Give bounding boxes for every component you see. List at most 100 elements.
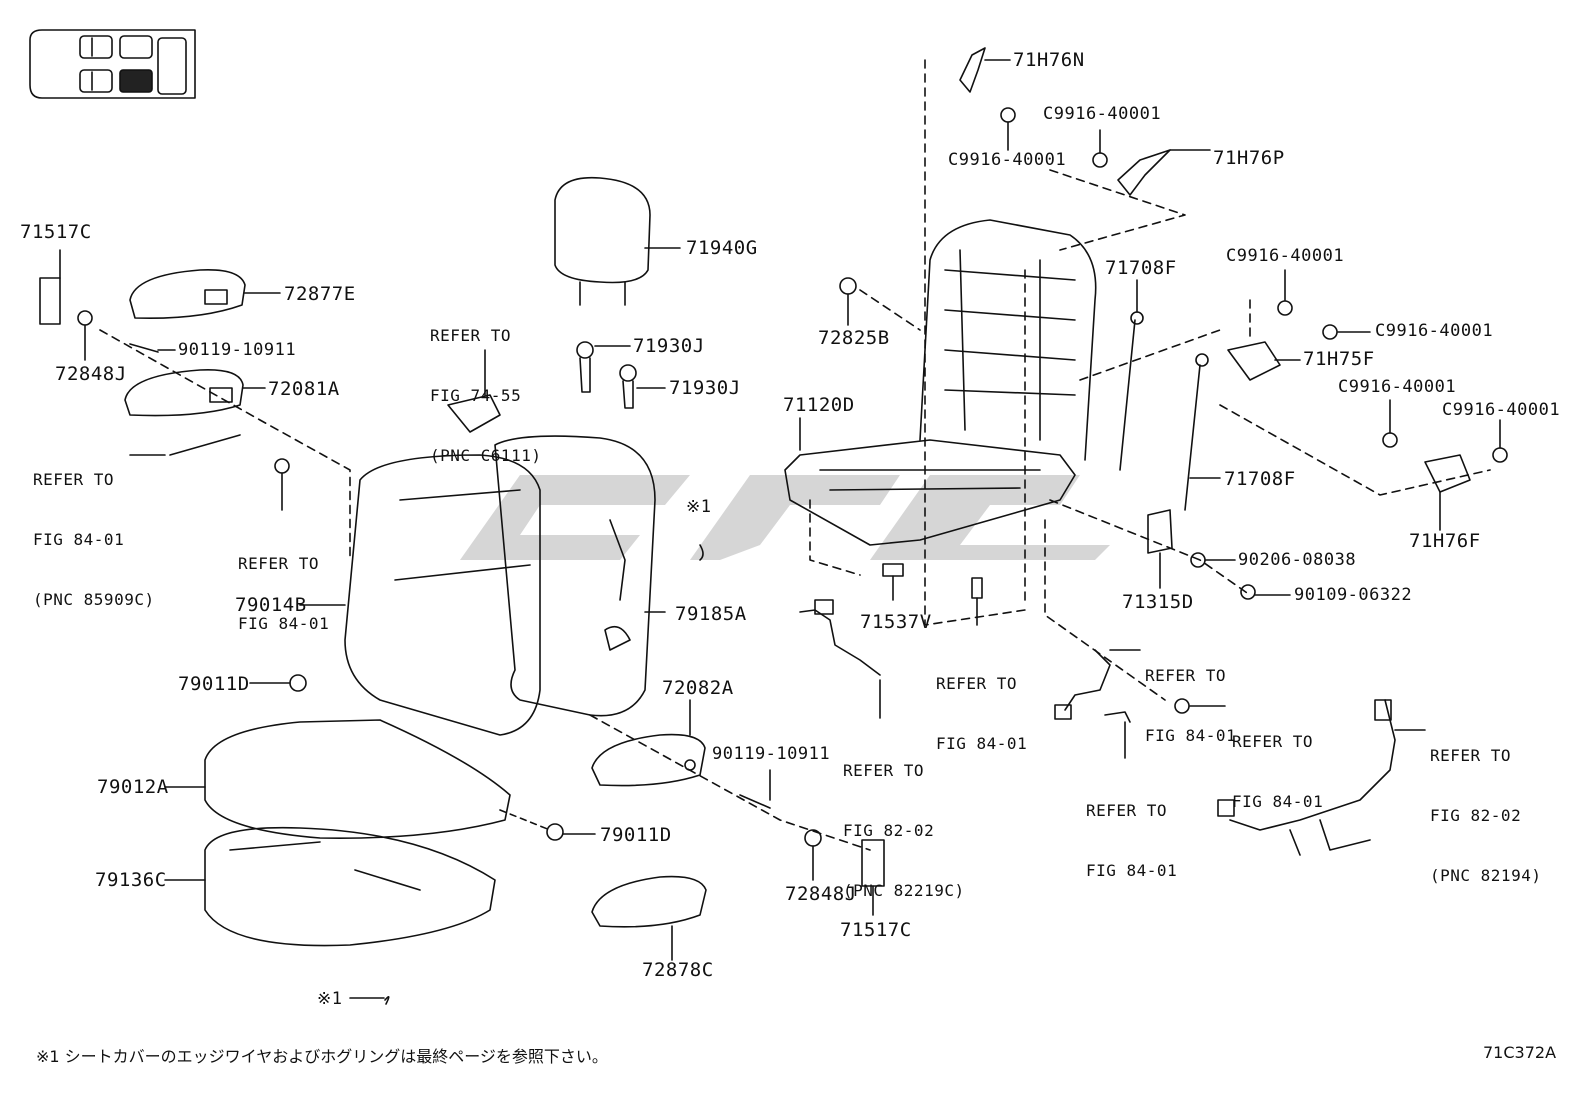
ref-line: (PNC 82219C): [843, 881, 965, 900]
part-label-79185A: 79185A: [675, 603, 747, 625]
clip-72848J-left: [77, 310, 93, 326]
cable-71708F-upper: [1119, 319, 1136, 471]
ref-line: FIG 84-01: [1232, 792, 1324, 811]
part-label-72825B: 72825B: [818, 327, 890, 349]
part-label-79014B: 79014B: [235, 594, 307, 616]
ref-line: REFER TO: [1232, 732, 1314, 751]
part-label-71708F-upper: 71708F: [1105, 257, 1177, 279]
harness-84-01-a: [1064, 649, 1111, 711]
ref-line: REFER TO: [238, 554, 320, 573]
ref-line: FIG 84-01: [936, 734, 1028, 753]
dashed-guide: [99, 329, 351, 561]
ref-line: (PNC C6111): [430, 446, 542, 465]
part-label-72848J-left: 72848J: [55, 363, 127, 385]
dashed-guide: [1079, 329, 1221, 381]
part-label-79012A: 79012A: [97, 776, 169, 798]
harness-82194: [1229, 699, 1396, 856]
bolt-C9916-b: [1092, 152, 1108, 168]
part-label-71537V: 71537V: [860, 611, 932, 633]
dashed-guide: [859, 289, 921, 331]
part-label-71120D: 71120D: [783, 394, 855, 416]
refer-fig-84-01-clip: REFER TO FIG 84-01: [1086, 761, 1177, 901]
part-label-72081A: 72081A: [268, 378, 340, 400]
bracket-71H76F: [1424, 454, 1471, 493]
clip-79011D-lower: [546, 823, 564, 841]
cushion-pad-79136C: [164, 826, 496, 947]
bolt-left: [129, 343, 159, 353]
refer-fig-74-55: REFER TO FIG 74-55 (PNC C6111): [430, 286, 541, 486]
rod-left: [169, 434, 241, 456]
armrest-cover-72878C: [591, 875, 707, 961]
part-label-71315D: 71315D: [1122, 591, 1194, 613]
part-label-79011D-lower: 79011D: [600, 824, 672, 846]
ref-line: FIG 82-02: [1430, 806, 1522, 825]
part-label-71H76N: 71H76N: [1013, 49, 1085, 71]
bolt-90109: [1240, 584, 1256, 600]
hog-ring: [699, 544, 704, 561]
refer-fig-84-01-left: REFER TO FIG 84-01: [238, 514, 329, 654]
ref-line: REFER TO: [33, 470, 115, 489]
ref-line: FIG 84-01: [1145, 726, 1237, 745]
screw-left: [274, 458, 290, 474]
ref-line: REFER TO: [430, 326, 512, 345]
connector: [1054, 704, 1072, 720]
bolt-C9916-f: [1492, 447, 1508, 463]
figure-code: 71C372A: [1483, 1043, 1557, 1062]
bolt-C9916-c: [1277, 300, 1293, 316]
ref-line: FIG 82-02: [843, 821, 935, 840]
cable-end: [1130, 311, 1144, 325]
part-label-C9916-40001-b: C9916-40001: [948, 150, 1067, 170]
part-label-71517C-left: 71517C: [20, 221, 92, 243]
dashed-guide: [1044, 519, 1166, 701]
part-label-90119-10911-left: 90119-10911: [178, 340, 297, 360]
ref-line: (PNC 85909C): [33, 590, 155, 609]
headrest-drawing: [554, 176, 681, 409]
clip-refer-84-01: [971, 577, 983, 599]
refer-fig-82-02-pnc-82219C: REFER TO FIG 82-02 (PNC 82219C): [843, 721, 965, 921]
part-label-C9916-40001-e: C9916-40001: [1338, 377, 1457, 397]
part-label-71930J-lower: 71930J: [669, 377, 741, 399]
ref-line: REFER TO: [843, 761, 925, 780]
seatback-pad-79185A: [494, 435, 666, 717]
part-label-71708F-lower: 71708F: [1224, 468, 1296, 490]
part-label-72878C: 72878C: [642, 959, 714, 981]
dashed-guide: [809, 499, 861, 576]
clip-71537V: [882, 563, 904, 577]
seat-frame-71120D: [784, 219, 1097, 546]
harness-82219C: [799, 609, 881, 676]
part-label-79136C: 79136C: [95, 869, 167, 891]
armrest-72081A: [124, 368, 266, 417]
part-label-C9916-40001-c: C9916-40001: [1226, 246, 1345, 266]
ref-line: REFER TO: [1086, 801, 1168, 820]
ref-line: FIG 84-01: [33, 530, 125, 549]
ref-line: REFER TO: [1145, 666, 1227, 685]
bolt-C9916-a: [1000, 107, 1016, 123]
dashed-guide: [1049, 169, 1186, 251]
ref-line: FIG 74-55: [430, 386, 522, 405]
armrest-cover-72877E: [129, 268, 281, 320]
connector: [1374, 699, 1392, 721]
connector: [814, 599, 834, 615]
bolt-C9916-d: [1322, 324, 1338, 340]
ref-line: FIG 84-01: [238, 614, 330, 633]
cushion-cover-79012A: [164, 719, 511, 839]
refer-fig-84-01-pnc-85909C: REFER TO FIG 84-01 (PNC 85909C): [33, 430, 155, 630]
watermark-logo: [460, 475, 1110, 560]
part-label-71H76F: 71H76F: [1409, 530, 1481, 552]
cap-72825B: [839, 277, 857, 295]
part-label-90119-10911-right: 90119-10911: [712, 744, 831, 764]
bolt-C9916-e: [1382, 432, 1398, 448]
connector: [1217, 799, 1235, 817]
bracket-71H76N: [959, 47, 986, 93]
part-label-C9916-40001-d: C9916-40001: [1375, 321, 1494, 341]
armrest-72082A: [591, 699, 706, 787]
part-label-72082A: 72082A: [662, 677, 734, 699]
part-label-C9916-40001-f: C9916-40001: [1442, 400, 1561, 420]
bracket-71H75F: [1227, 341, 1281, 381]
clip-79011D-upper: [289, 674, 307, 692]
part-label-90206-08038: 90206-08038: [1238, 550, 1357, 570]
part-label-C9916-40001-a: C9916-40001: [1043, 104, 1162, 124]
seatback-cover-79014B: [299, 454, 541, 736]
part-label-71H75F: 71H75F: [1303, 348, 1375, 370]
